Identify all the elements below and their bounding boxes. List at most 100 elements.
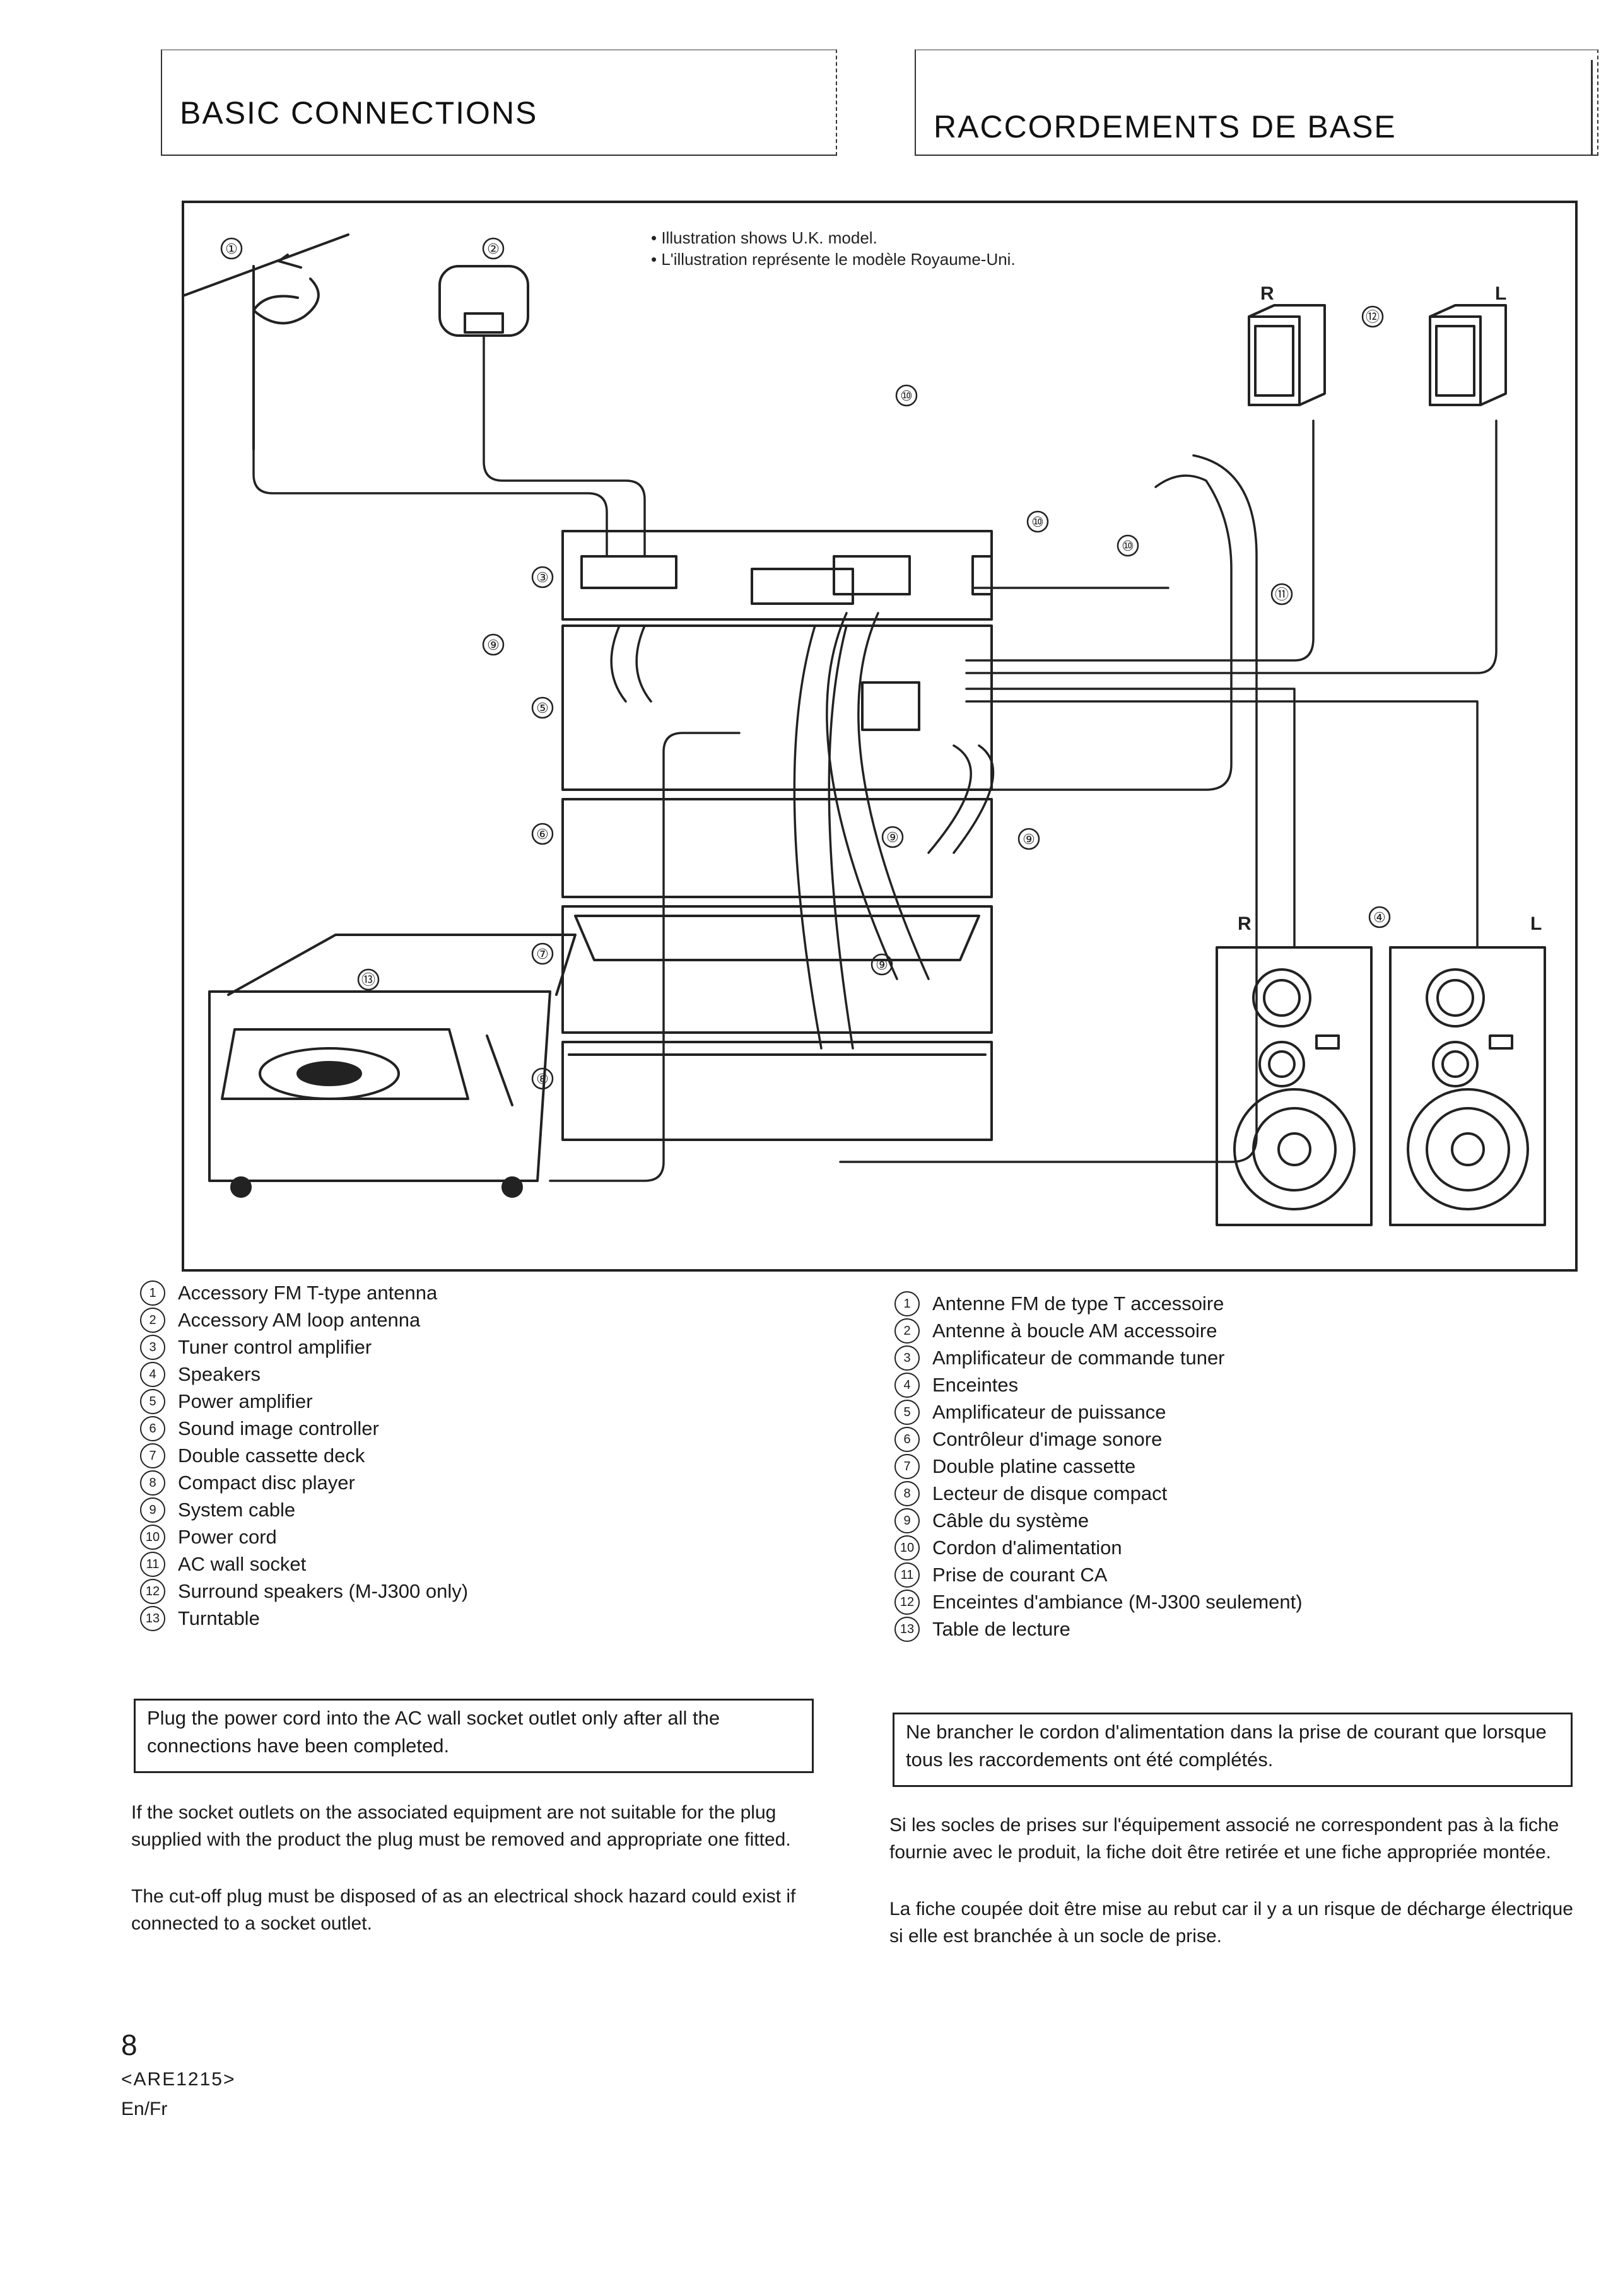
tuner-amplifier-unit [561,530,993,621]
legend-number: 13 [140,1605,165,1631]
document-code: <ARE1215> [121,2069,236,2090]
legend-number: 8 [140,1470,165,1496]
legend-label: Power amplifier [178,1390,313,1412]
page-title-fr: RACCORDEMENTS DE BASE [934,109,1397,144]
legend-number: 13 [894,1616,920,1642]
legend-number: 9 [140,1497,165,1523]
main-speaker-right-icon [1216,946,1373,1226]
legend-number: 8 [894,1480,920,1506]
legend-number: 2 [140,1307,165,1333]
legend-label: Tuner control amplifier [178,1336,372,1358]
legend-number: 1 [140,1280,165,1306]
main-speaker-left-icon [1389,946,1546,1226]
surround-speaker-left-icon [1429,304,1507,406]
legend-label: Accessory FM T-type antenna [178,1282,438,1304]
page-number: 8 [121,2029,138,2061]
diagram-note-en: • Illustration shows U.K. model. [651,228,877,247]
paragraph-en-2: The cut-off plug must be disposed of as … [131,1886,796,1934]
legend-label: Antenne à boucle AM accessoire [932,1320,1217,1342]
legend-number: 3 [894,1345,920,1371]
callout-10: ⑩ [900,388,913,404]
legend-number: 10 [894,1535,920,1561]
am-loop-antenna-icon [438,265,529,337]
callout-9b: ⑨ [886,829,899,845]
legend-number: 1 [894,1291,920,1316]
legend-number: 12 [140,1578,165,1604]
legend-label: Enceintes d'ambiance (M-J300 seulement) [932,1591,1303,1613]
speaker-right-label: R [1238,913,1252,934]
legend-number: 10 [140,1524,165,1550]
legend-label: Double cassette deck [178,1444,365,1467]
header-fr-box [915,49,1598,156]
legend-number: 7 [140,1443,165,1468]
header-right-rule [1591,60,1593,155]
callout-7: ⑦ [536,946,549,962]
legend-en-item: 11 AC wall socket [140,1550,468,1578]
callout-2: ② [487,241,500,257]
callout-13: ⑬ [361,972,375,988]
header-en-box [161,49,837,156]
legend-label: Lecteur de disque compact [932,1482,1168,1504]
legend-number: 2 [894,1318,920,1344]
legend-label: Accessory AM loop antenna [178,1309,421,1331]
callout-11: ⑪ [1275,587,1289,602]
legend-fr-item: 12 Enceintes d'ambiance (M-J300 seulement… [894,1588,1303,1615]
warning-fr: Ne brancher le cordon d'alimentation dan… [893,1713,1573,1787]
legend-en: 1 Accessory FM T-type antenna 2 Accessory … [140,1279,468,1632]
connection-diagram: • Illustration shows U.K. model. • L'ill… [182,201,1578,1272]
callout-5: ⑤ [536,700,549,716]
component-stack [561,530,993,1141]
legend-en-item: 3 Tuner control amplifier [140,1333,468,1361]
legend-number: 4 [140,1361,165,1387]
legend-label: Compact disc player [178,1472,355,1494]
surround-left-label: L [1495,283,1506,304]
paragraph-fr-2: La fiche coupée doit être mise au rebut … [889,1899,1573,1947]
legend-number: 12 [894,1589,920,1615]
paragraph-en-1: If the socket outlets on the associated … [131,1802,791,1850]
diagram-callouts: ① ② ③ ④ ⑤ ⑥ ⑦ ⑧ ⑨ ⑨ ⑨ ⑨ ⑩ ⑩ ⑩ ⑪ ⑫ ⑬ [220,237,1391,1090]
legend-fr-item: 1 Antenne FM de type T accessoire [894,1290,1303,1317]
legend-en-item: 10 Power cord [140,1523,468,1550]
legend-number: 6 [140,1415,165,1441]
callout-6: ⑥ [536,826,549,842]
warning-en: Plug the power cord into the AC wall soc… [134,1699,814,1773]
legend-label: Antenne FM de type T accessoire [932,1292,1224,1315]
legend-label: Contrôleur d'image sonore [932,1428,1163,1450]
legend-label: Prise de courant CA [932,1564,1108,1586]
callout-9c: ⑨ [1023,831,1035,847]
legend-fr: 1 Antenne FM de type T accessoire 2 Antenn… [894,1290,1303,1643]
compact-disc-player-unit [561,1041,993,1141]
legend-number: 5 [894,1399,920,1425]
legend-label: Sound image controller [178,1417,379,1439]
legend-number: 7 [894,1453,920,1479]
legend-number: 3 [140,1334,165,1360]
legend-en-item: 4 Speakers [140,1361,468,1388]
legend-label: Power cord [178,1526,277,1548]
callout-1: ① [225,241,238,257]
callout-9: ⑨ [487,637,500,653]
legend-fr-item: 7 Double platine cassette [894,1453,1303,1480]
page-title-en: BASIC CONNECTIONS [180,95,538,131]
double-cassette-deck-unit [561,905,993,1034]
sound-image-controller-unit [561,798,993,898]
callout-3: ③ [536,570,549,585]
callout-12: ⑫ [1366,309,1380,325]
callout-9d: ⑨ [876,957,888,973]
diagram-note-fr: • L'illustration représente le modèle Ro… [651,250,1016,269]
legend-number: 11 [140,1551,165,1577]
legend-label: Enceintes [932,1374,1019,1396]
legend-label: Double platine cassette [932,1455,1136,1477]
speaker-left-label: L [1530,913,1542,934]
fm-antenna-icon [184,233,349,450]
legend-label: Speakers [178,1363,261,1385]
legend-label: AC wall socket [178,1553,307,1575]
legend-number: 5 [140,1388,165,1414]
